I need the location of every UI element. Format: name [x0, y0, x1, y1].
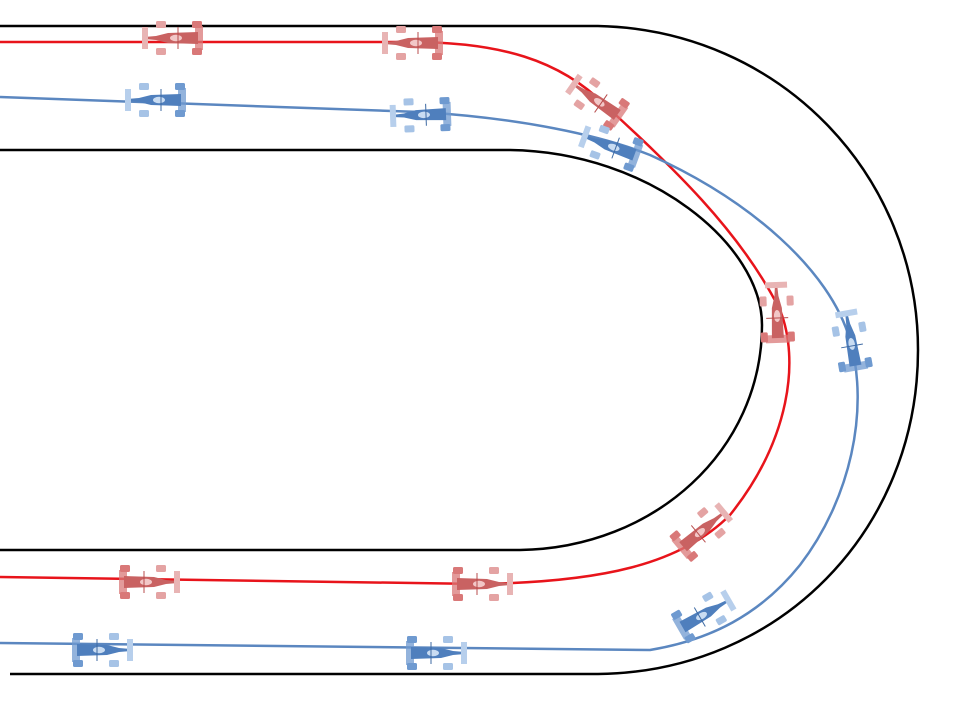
red-car-2 [381, 25, 444, 61]
red-car-4 [758, 280, 796, 345]
red-car-5 [667, 497, 738, 564]
red-car-6 [451, 566, 514, 602]
inner-track-edge [0, 148, 764, 552]
blue-car-6 [405, 635, 468, 671]
blue-car-2 [388, 96, 453, 134]
blue-car-1 [124, 82, 187, 118]
track-boundaries [0, 24, 920, 676]
outer-track-edge [0, 24, 920, 676]
red-car-7 [118, 564, 181, 600]
red-cars [118, 20, 796, 602]
blue-car-7 [71, 632, 134, 668]
blue-car-4 [828, 307, 874, 374]
